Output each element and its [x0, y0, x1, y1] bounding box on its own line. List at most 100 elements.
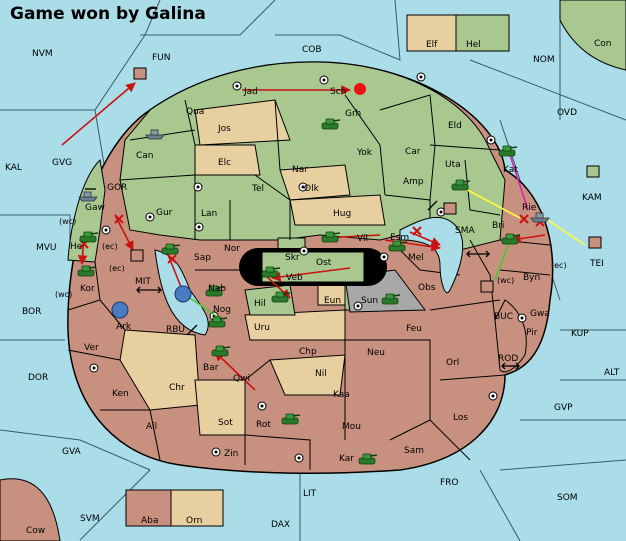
svg-text:Rot: Rot: [256, 420, 271, 430]
svg-text:Yok: Yok: [356, 148, 373, 158]
svg-text:Vil: Vil: [357, 234, 368, 244]
svg-text:Nil: Nil: [315, 369, 327, 379]
svg-text:Lan: Lan: [201, 209, 217, 219]
svg-text:(wc): (wc): [55, 290, 72, 299]
svg-text:Los: Los: [453, 413, 468, 423]
svg-text:GVA: GVA: [62, 447, 82, 457]
svg-text:KAL: KAL: [5, 163, 22, 173]
prov-nil[interactable]: [269, 354, 346, 396]
svg-text:COB: COB: [302, 45, 322, 55]
svg-text:KUP: KUP: [571, 329, 589, 339]
svg-text:MVU: MVU: [36, 243, 57, 253]
svg-text:Sch: Sch: [330, 87, 346, 97]
svg-text:Elc: Elc: [218, 158, 231, 168]
prov-jos[interactable]: [194, 99, 291, 146]
svg-text:Jad: Jad: [243, 87, 258, 97]
svg-text:Sun: Sun: [361, 296, 378, 306]
svg-text:Ken: Ken: [112, 389, 129, 399]
svg-text:(wc): (wc): [59, 217, 76, 226]
svg-text:FRO: FRO: [440, 478, 459, 488]
svg-text:ALT: ALT: [604, 368, 620, 378]
prov-hel[interactable]: [455, 14, 510, 52]
svg-text:SVM: SVM: [80, 514, 100, 524]
svg-text:Kaa: Kaa: [333, 390, 350, 400]
svg-text:Chr: Chr: [169, 383, 185, 393]
svg-text:KAM: KAM: [582, 193, 602, 203]
supply-centers: [89, 72, 527, 463]
svg-text:Kat: Kat: [503, 165, 518, 175]
svg-text:He: He: [70, 242, 83, 252]
svg-text:DOR: DOR: [28, 373, 48, 383]
svg-text:ROD: ROD: [498, 354, 518, 364]
central-capsule: [239, 248, 387, 286]
prov-chr[interactable]: [119, 329, 201, 411]
svg-text:OVD: OVD: [557, 108, 577, 118]
svg-text:Bar: Bar: [203, 363, 219, 373]
svg-text:SOM: SOM: [557, 493, 578, 503]
svg-text:(ec): (ec): [551, 261, 567, 270]
svg-text:Kor: Kor: [80, 284, 95, 294]
svg-text:Nar: Nar: [292, 165, 308, 175]
svg-text:DAX: DAX: [271, 520, 290, 530]
svg-text:(ec): (ec): [109, 264, 125, 273]
svg-text:Jos: Jos: [217, 124, 231, 134]
svg-text:(ec): (ec): [102, 242, 118, 251]
svg-text:Gur: Gur: [156, 208, 173, 218]
svg-text:Zin: Zin: [224, 449, 238, 459]
svg-text:Mou: Mou: [342, 422, 361, 432]
svg-text:GVP: GVP: [554, 403, 573, 413]
svg-text:Bri: Bri: [492, 221, 504, 231]
svg-text:Mel: Mel: [408, 253, 424, 263]
svg-text:Olk: Olk: [304, 184, 320, 194]
province-labels: NVM FUN COB NOM Con OVD KAL GVG KAM GOR …: [5, 39, 620, 536]
svg-text:Grh: Grh: [345, 109, 361, 119]
page-title: Game won by Galina: [10, 4, 206, 24]
svg-text:Gaw: Gaw: [85, 203, 105, 213]
svg-text:Qua: Qua: [186, 107, 204, 117]
svg-text:Rie: Rie: [522, 203, 537, 213]
svg-text:Ail: Ail: [146, 422, 157, 432]
prov-hug[interactable]: [289, 194, 386, 226]
svg-text:Byn: Byn: [523, 273, 540, 283]
svg-text:Con: Con: [594, 39, 612, 49]
svg-text:Amp: Amp: [403, 177, 424, 187]
svg-text:LIT: LIT: [303, 489, 317, 499]
svg-text:Feu: Feu: [406, 324, 422, 334]
svg-text:Neu: Neu: [367, 348, 385, 358]
svg-text:Uta: Uta: [445, 160, 461, 170]
svg-text:GOR: GOR: [107, 183, 127, 193]
svg-text:Hug: Hug: [333, 209, 351, 219]
svg-text:Elf: Elf: [426, 40, 438, 50]
channel-arrows: [85, 188, 520, 370]
svg-text:Sap: Sap: [194, 253, 211, 263]
svg-text:Sot: Sot: [218, 418, 233, 428]
svg-text:FUN: FUN: [152, 53, 171, 63]
svg-text:Obs: Obs: [418, 283, 436, 293]
svg-text:Can: Can: [136, 151, 154, 161]
prov-olk[interactable]: [279, 164, 351, 201]
svg-text:NVM: NVM: [32, 49, 53, 59]
svg-text:GVG: GVG: [52, 158, 72, 168]
prov-con[interactable]: [559, 0, 626, 71]
svg-text:Ost: Ost: [316, 258, 332, 268]
svg-text:Nog: Nog: [213, 305, 231, 315]
prov-orn[interactable]: [170, 489, 224, 527]
svg-text:Ver: Ver: [84, 343, 99, 353]
svg-text:BOR: BOR: [22, 307, 41, 317]
svg-text:Car: Car: [405, 147, 421, 157]
prov-aba[interactable]: [125, 489, 172, 527]
svg-text:Cow: Cow: [26, 526, 45, 536]
svg-text:Hel: Hel: [466, 40, 481, 50]
svg-text:Nor: Nor: [224, 244, 240, 254]
svg-text:Veb: Veb: [286, 273, 303, 283]
svg-text:SMA: SMA: [455, 226, 475, 236]
svg-text:Aba: Aba: [141, 516, 158, 526]
svg-text:Esm: Esm: [390, 233, 409, 243]
svg-text:Sam: Sam: [404, 446, 424, 456]
svg-text:Tel: Tel: [251, 184, 264, 194]
svg-text:Eun: Eun: [324, 296, 341, 306]
svg-text:Hil: Hil: [254, 299, 266, 309]
svg-text:Gwa: Gwa: [530, 309, 550, 319]
